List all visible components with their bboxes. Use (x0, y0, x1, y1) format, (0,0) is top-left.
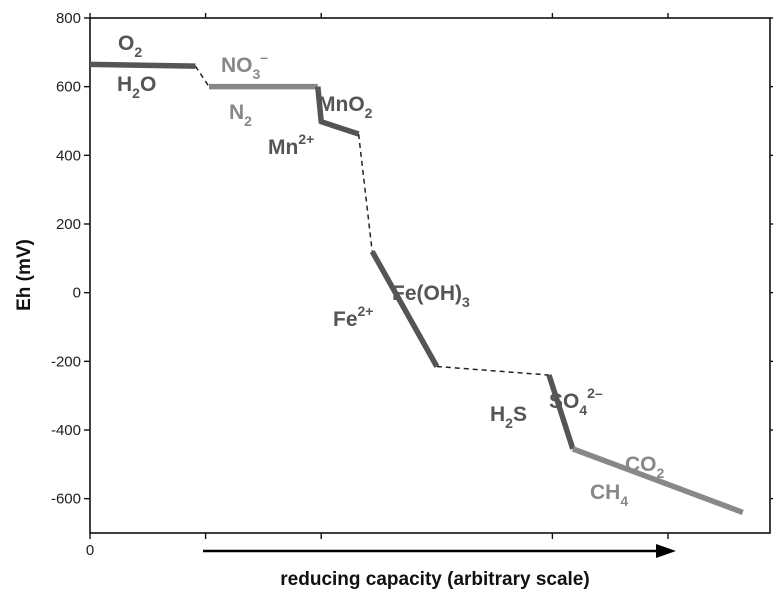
redox-couple-line (315, 86, 360, 137)
species-label: Fe(OH)3 (392, 282, 470, 310)
y-tick-label: 800 (56, 10, 81, 27)
species-label: Fe2+ (333, 303, 373, 331)
species-label: NO3– (221, 49, 268, 82)
dashed-connector (194, 65, 210, 88)
redox-couple-line (546, 374, 576, 450)
y-tick-label: 200 (56, 216, 81, 233)
y-tick-label: 0 (73, 285, 81, 302)
y-tick-label: 400 (56, 147, 81, 164)
species-label: MnO2 (318, 93, 373, 121)
y-tick-label: 600 (56, 79, 81, 96)
series-lines (89, 61, 744, 515)
y-tick-label: -400 (51, 422, 81, 439)
species-label: H2S (490, 403, 527, 431)
species-label: CH4 (590, 481, 628, 509)
y-tick-label: -200 (51, 353, 81, 370)
x-axis-title: reducing capacity (arbitrary scale) (280, 569, 589, 590)
axis-ticks (84, 13, 773, 539)
plot-frame (89, 17, 771, 534)
connector-lines (194, 65, 550, 376)
redox-couple-line (571, 446, 744, 515)
y-tick-label: -600 (51, 491, 81, 508)
species-label: CO2 (625, 453, 665, 481)
species-label: Mn2+ (268, 131, 314, 159)
y-axis-title: Eh (mV) (14, 239, 35, 311)
redox-couple-line (89, 61, 196, 69)
species-label: O2 (118, 32, 142, 60)
x-tick-labels: 0 (86, 542, 94, 559)
redox-couple-line (369, 250, 440, 368)
dashed-connector (436, 365, 550, 376)
species-label: N2 (229, 101, 252, 129)
x-tick-label: 0 (86, 542, 94, 559)
reducing-capacity-arrowhead (656, 544, 676, 558)
species-label: H2O (117, 73, 156, 101)
species-label: SO42– (549, 385, 603, 418)
dashed-connector (357, 133, 373, 252)
y-tick-labels: 800 600 400 200 0 -200 -400 -600 (51, 10, 81, 508)
